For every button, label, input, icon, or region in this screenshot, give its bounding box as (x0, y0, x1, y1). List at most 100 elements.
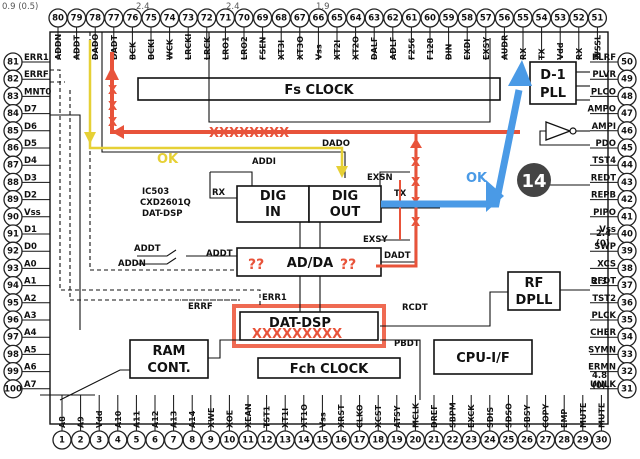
cpu-if-block (433, 339, 533, 375)
left-83-pin-number: 83 (7, 92, 19, 102)
left-95-pin-number: 95 (7, 298, 19, 308)
bottom-21-pin-label: DREF (430, 404, 439, 428)
left-90-pin-number: 90 (7, 212, 19, 222)
right-50-pin-label: PLRF (592, 53, 616, 63)
top-72-pin-number: 72 (201, 14, 213, 24)
dig-in-block (236, 185, 310, 223)
top-71-pin-label: LRO1 (221, 36, 230, 60)
adda-block (236, 247, 382, 277)
left-87-pin-number: 87 (7, 161, 19, 171)
right-38-pin-number: 38 (621, 264, 633, 274)
right-49-pin-number: 49 (621, 75, 633, 85)
top-58-pin-label: EXDI (463, 39, 472, 60)
top-64-pin-number: 64 (350, 14, 362, 24)
bottom-13-pin-number: 13 (279, 436, 291, 446)
x-mark-dadt-2: X (108, 99, 118, 113)
voltage-top-4: 1.9 (316, 2, 330, 12)
left-87-pin-label: D4 (24, 156, 37, 166)
ic-ref-label: IC503 (142, 187, 169, 197)
d1-pll-label-2: PLL (540, 86, 566, 101)
right-33-pin-label: SYMN (588, 345, 616, 355)
bottom-25-pin-label: SDSO (504, 403, 513, 428)
right-40-pin-label: Vss (599, 225, 616, 235)
sig-errf: ERRF (188, 302, 213, 312)
sig-addt-right: ADDT (206, 249, 233, 259)
top-79-pin-number: 79 (71, 14, 83, 24)
bottom-6-pin-number: 6 (152, 436, 158, 446)
bottom-24-pin-label: SDIS (486, 407, 495, 428)
top-51-pin-number: 51 (591, 14, 603, 24)
right-35-pin-number: 35 (621, 316, 633, 326)
left-100-pin-circle (3, 379, 23, 399)
left-89-pin-number: 89 (7, 195, 19, 205)
right-45-pin-label: PDO (595, 139, 616, 149)
bottom-29-pin-number: 29 (577, 436, 589, 446)
sig-addi: ADDI (252, 157, 276, 167)
top-72-pin-label: LRCK (203, 36, 212, 60)
ic-function-label: DAT-DSP (142, 209, 182, 219)
adda-label: AD/DA (287, 256, 333, 271)
dig-out-label-2: OUT (330, 205, 361, 220)
bottom-12-pin-number: 12 (261, 436, 273, 446)
top-68-pin-label: XT3I (277, 40, 286, 60)
dat-dsp-label: DAT-DSP (269, 316, 331, 331)
top-61-pin-number: 61 (405, 14, 417, 24)
ok-yellow-label: OK (157, 152, 179, 167)
top-65-pin-label: XT2I (333, 40, 342, 60)
top-67-pin-label: XT3O (296, 36, 305, 60)
top-58-pin-number: 58 (461, 14, 473, 24)
sig-rcdt: RCDT (402, 303, 428, 313)
left-91-pin-label: D1 (24, 225, 37, 235)
right-50-pin-number: 50 (621, 58, 633, 68)
rf-dpll-label-2: DPLL (516, 293, 553, 308)
x-mark-tx-2: X (411, 215, 421, 229)
sig-addn: ADDN (118, 259, 146, 269)
bottom-20-pin-label: MCLK (411, 402, 420, 428)
red-path-overlay (105, 52, 520, 268)
top-78-pin-number: 78 (89, 14, 101, 24)
amp-inverter-bubble (569, 127, 577, 135)
top-80-pin-number: 80 (52, 14, 64, 24)
bottom-19-pin-number: 19 (391, 436, 403, 446)
right-37-pin-label: RFDT (591, 277, 616, 287)
right-39-pin-label: SWP (594, 242, 616, 252)
bottom-23-pin-label: EXCK (467, 404, 476, 428)
right-31-pin-circle (617, 379, 637, 399)
bottom-27-pin-number: 27 (540, 436, 552, 446)
bottom-8-pin-number: 8 (189, 436, 195, 446)
right-41-pin-number: 41 (621, 212, 633, 222)
top-80-pin-label: ADDN (54, 34, 63, 60)
top-54-pin-number: 54 (536, 14, 548, 24)
x-mark-exsn-1: X (411, 155, 421, 169)
bottom-30-pin-label: MUTE (597, 403, 606, 428)
bottom-14-pin-number: 14 (298, 436, 310, 446)
sig-rx: RX (212, 188, 226, 198)
left-95-pin-label: A2 (24, 294, 37, 304)
right-38-pin-label: XCS (597, 259, 616, 269)
right-31-pin-number: 31 (621, 384, 633, 394)
left-98-pin-number: 98 (7, 350, 19, 360)
top-54-pin-label: TX (538, 48, 547, 60)
left-92-pin-label: D0 (24, 242, 37, 252)
dat-dsp-block (239, 311, 379, 341)
left-88-pin-number: 88 (7, 178, 19, 188)
x-mark-exsn-2: X (411, 175, 421, 189)
left-88-pin-label: D3 (24, 173, 37, 183)
sig-dadt: DADT (384, 251, 411, 261)
right-47-pin-label: AMPO (588, 105, 617, 115)
right-31-pin-label: UNLK (590, 380, 616, 390)
bottom-16-pin-label: XRST (337, 404, 346, 428)
bottom-25-pin-number: 25 (502, 436, 514, 446)
top-57-pin-label: EXSY (482, 37, 491, 60)
top-66-pin-number: 66 (312, 14, 324, 24)
top-67-pin-number: 67 (294, 14, 306, 24)
fch-clock-label: Fch CLOCK (290, 362, 369, 377)
top-66-pin-label: Vss (314, 44, 323, 60)
top-68-pin-number: 68 (275, 14, 287, 24)
ok-blue-label: OK (466, 171, 488, 186)
bottom-26-pin-number: 26 (521, 436, 533, 446)
top-63-pin-number: 63 (368, 14, 380, 24)
bottom-8-pin-label: A14 (188, 410, 197, 428)
voltage-top-2: 2.4 (136, 2, 150, 12)
bottom-9-pin-label: XWE (207, 408, 216, 428)
